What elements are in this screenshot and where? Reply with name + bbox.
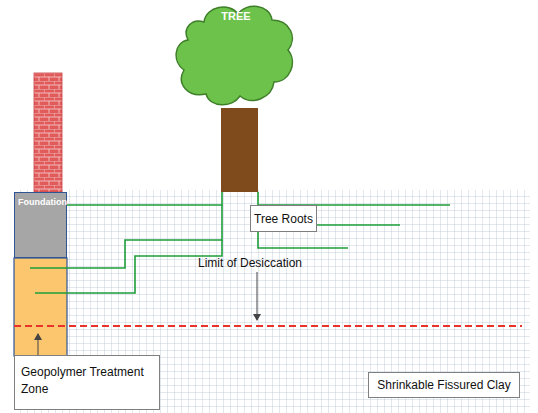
tree-crown: TREE (174, 0, 298, 114)
annotation: Limit of Desiccation (198, 256, 302, 270)
node-text: TREE (174, 10, 298, 22)
node-text: Shrinkable Fissured Clay (377, 378, 510, 392)
tree-trunk (221, 108, 258, 192)
leader-arrow (38, 334, 39, 355)
label-box: Shrinkable Fissured Clay (368, 372, 520, 398)
label-box: Geopolymer Treatment Zone (14, 355, 160, 410)
node-text: Foundation (18, 197, 67, 207)
desiccation-limit-line (14, 325, 522, 327)
tree-roots (30, 192, 450, 293)
node-text: Geopolymer Treatment Zone (21, 364, 153, 398)
brick-wall (34, 73, 62, 192)
foundation-block: Foundation (14, 192, 67, 258)
label-box: Tree Roots (250, 205, 317, 232)
leader-arrow (257, 272, 258, 320)
clay-grid (14, 190, 530, 413)
geopolymer-zone (14, 258, 67, 356)
node-text: Tree Roots (254, 212, 313, 226)
